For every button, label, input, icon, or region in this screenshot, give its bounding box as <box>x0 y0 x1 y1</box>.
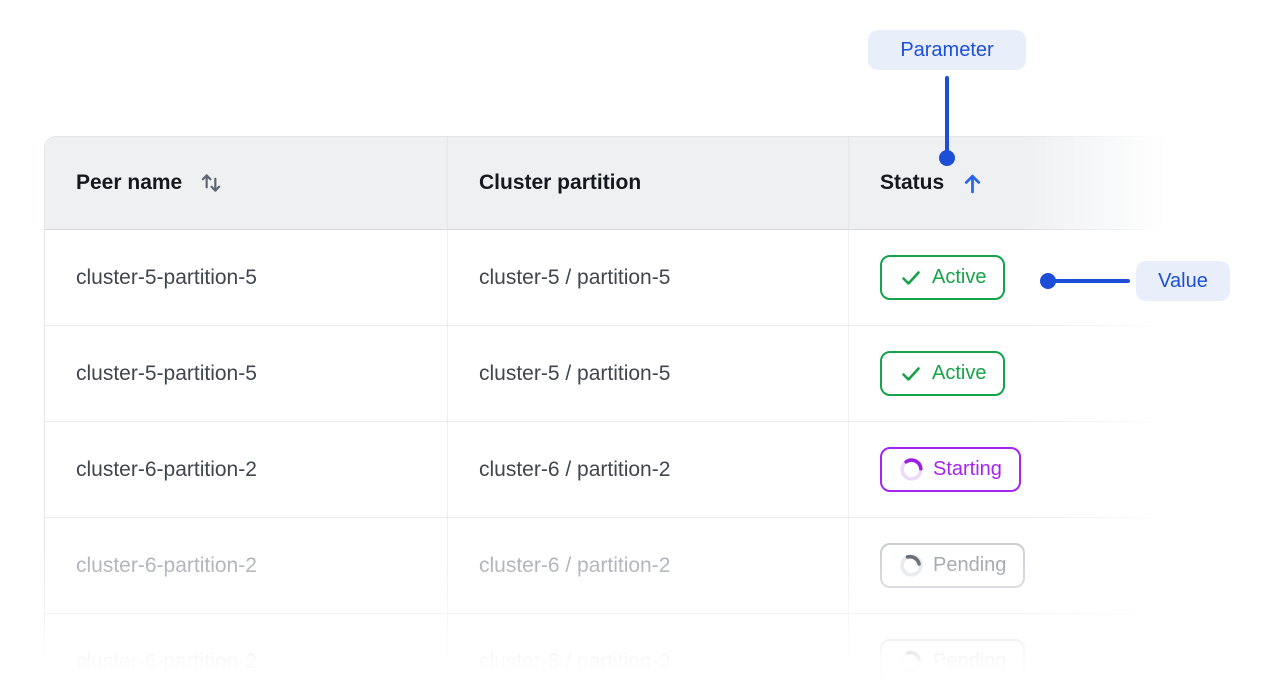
column-header-peer-name[interactable]: Peer name <box>45 137 447 229</box>
status-badge-label: Starting <box>933 458 1002 480</box>
table-row: cluster-6-partition-2 cluster-6 / partit… <box>45 518 1211 614</box>
status-cell: Pending <box>848 518 1211 613</box>
table-header-row: Peer name Cluster partition Status <box>45 137 1211 230</box>
peer-name-cell: cluster-6-partition-2 <box>76 553 257 577</box>
status-badge-label: Pending <box>933 554 1007 576</box>
status-badge-label: Pending <box>933 650 1007 672</box>
column-header-label: Peer name <box>76 171 183 194</box>
peers-table: Peer name Cluster partition Status <box>44 136 1212 688</box>
check-icon <box>902 270 920 285</box>
status-badge-pending: Pending <box>880 639 1026 684</box>
peer-name-cell: cluster-6-partition-2 <box>76 457 257 481</box>
status-badge-starting: Starting <box>880 447 1021 492</box>
value-callout-line <box>1050 279 1130 283</box>
column-header-label: Status <box>880 171 945 194</box>
value-callout-label: Value <box>1136 261 1230 301</box>
spinner-icon <box>900 458 923 481</box>
cluster-partition-cell: cluster-5 / partition-5 <box>447 326 848 421</box>
status-cell: Active <box>848 230 1211 325</box>
status-badge-active: Active <box>880 351 1006 396</box>
column-header-cluster-partition[interactable]: Cluster partition <box>447 137 848 229</box>
parameter-callout-dot <box>939 150 955 166</box>
status-badge-pending: Pending <box>880 543 1026 588</box>
cluster-partition-cell: cluster-6 / partition-2 <box>447 614 848 688</box>
status-cell: Pending <box>848 614 1211 688</box>
column-header-label: Cluster partition <box>479 171 642 194</box>
cluster-partition-cell: cluster-5 / partition-5 <box>447 230 848 325</box>
status-cell: Active <box>848 326 1211 421</box>
check-icon <box>902 366 920 381</box>
table-row: cluster-5-partition-5 cluster-5 / partit… <box>45 326 1211 422</box>
status-badge-active: Active <box>880 255 1006 300</box>
table-row: cluster-5-partition-5 cluster-5 / partit… <box>45 230 1211 326</box>
peer-name-cell: cluster-6-partition-2 <box>76 649 257 673</box>
parameter-callout-label: Parameter <box>868 30 1026 70</box>
cluster-partition-cell: cluster-6 / partition-2 <box>447 422 848 517</box>
parameter-callout-line <box>945 76 949 158</box>
table-row: cluster-6-partition-2 cluster-6 / partit… <box>45 422 1211 518</box>
peer-name-cell: cluster-5-partition-5 <box>76 265 257 289</box>
cluster-partition-cell: cluster-6 / partition-2 <box>447 518 848 613</box>
spinner-icon <box>900 650 923 673</box>
sort-both-icon[interactable] <box>198 170 224 196</box>
peer-name-cell: cluster-5-partition-5 <box>76 361 257 385</box>
sort-ascending-icon[interactable] <box>960 171 985 196</box>
column-header-status[interactable]: Status <box>848 137 1211 229</box>
status-badge-label: Active <box>932 266 987 288</box>
spinner-icon <box>900 554 923 577</box>
status-badge-label: Active <box>932 362 987 384</box>
table-row: cluster-6-partition-2 cluster-6 / partit… <box>45 614 1211 688</box>
status-cell: Starting <box>848 422 1211 517</box>
